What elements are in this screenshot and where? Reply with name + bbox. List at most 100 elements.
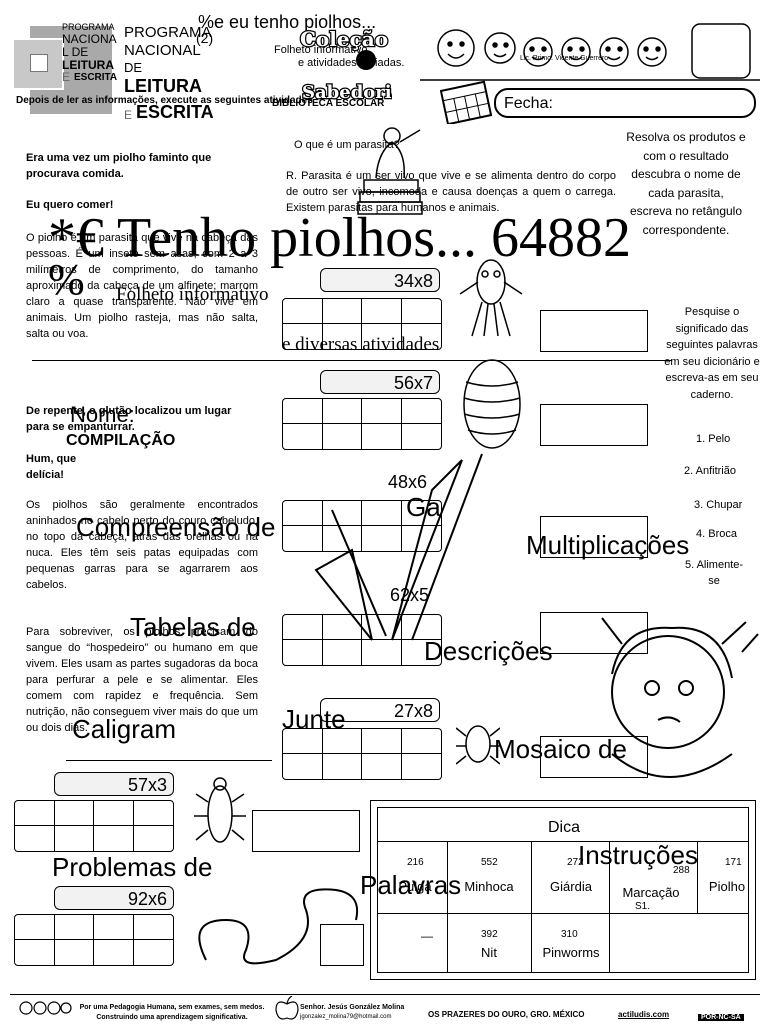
story-p3: O piolho é um parasita que vive na cabeç… [26,232,258,340]
product-label: 56x7 [320,370,440,394]
product-label: 48x6 [388,472,428,492]
logo-small-line: ESCRITA [74,72,118,83]
answer-box[interactable] [540,612,648,654]
overlay-palavras: Palavras [360,870,462,900]
flea-drawing [194,772,246,852]
title-suffix: (2) [196,30,214,46]
footer-pedagogy: Por uma Pedagogia Humana, sem exames, se… [79,1004,265,1011]
footer-divider [10,994,760,995]
lice-drawing [455,714,501,778]
program-logo-small: PROGRAMA NACIONA L DE LEITURA E ESCRITA [12,22,124,114]
overlay-compreensao: Compreensão de [76,512,276,542]
overlay-descricoes: Descrições [424,636,553,666]
dica-number: 552 [481,857,498,868]
multiplication-grid[interactable] [282,398,442,450]
logo-primo: Lic. Primo. Vicente Guerrero [520,55,609,62]
overlay-multiplicacoes: Multiplicações [526,530,690,560]
logo-small-line: NACIONA [62,32,117,46]
footer-email[interactable]: jgonzalez_molina79@hotmail.com [300,1014,392,1020]
logo-small-line: PROGRAMA [62,22,115,32]
pinworm-drawing [186,880,366,980]
dica-extra: S1. [635,901,651,912]
product-label: 92x6 [54,886,174,910]
product-label: 34x8 [320,268,440,292]
logo-small-line: E [62,70,71,84]
vocab-item: 5. Alimente-se [684,559,744,587]
overlay-percent: % [48,255,85,304]
colecao-sabedoria-logo: Coleção Coleção Sabedoria Sabedoria [296,24,405,106]
story-p4: De repente, o glutão localizou um lugar … [26,405,232,433]
multiplication-grid[interactable] [282,500,442,552]
pesquise-instruction: Pesquise o significado das seguintes pal… [664,306,760,401]
footer-site-link[interactable]: actiludis.com [618,1010,670,1019]
overlay-instrucoes: Instruções [578,840,698,870]
overlay-diversas: e diversas atividades [282,334,440,355]
program-logo-big: PROGRAMA NACIONAL DE LEITURA E ESCRITA [124,24,244,124]
footer-construct: Construindo uma aprendizagem significati… [96,1014,248,1021]
logo-big-line: DE [124,60,143,75]
boy-scratching-drawing [582,604,760,798]
resolva-instruction: Resolva os produtos e com o resultado de… [626,130,746,237]
dica-word: Nit [481,945,497,960]
logo-big-line: NACIONAL [124,42,201,59]
answer-box[interactable] [540,310,648,352]
calendar-icon [439,80,496,126]
subtitle-atividades: e atividades variadas. [298,57,405,69]
worm-segment-drawing [460,358,524,452]
arrows-drawing [312,450,542,646]
answer-box[interactable] [320,924,364,966]
footer-author: Senhor. Jesús González Molina [300,1004,405,1011]
title-line: %e eu tenho piolhos... [198,12,377,32]
answer-box[interactable] [540,516,648,558]
children-footer-icon [18,998,72,1022]
story-p6: Os piolhos são geralmente encontrados an… [26,499,258,591]
children-drawing [420,18,760,82]
vocab-item: 3. Chupar [694,499,743,511]
logo-big-line: E [124,108,133,122]
product-label: 57x3 [54,772,174,796]
date-label: Fecha: [504,95,553,112]
dica-number: 216 [407,857,424,868]
overlay-nome: Nome: [70,402,135,427]
logo-big-line: PROGRAMA [124,24,212,41]
svg-text:Sabedoria: Sabedoria [302,82,392,103]
dica-word: Giárdia [550,879,592,894]
vocab-item: 4. Broca [696,528,737,540]
divider-line [32,360,672,361]
footer-place: OS PRAZERES DO OURO, GRO. MÉXICO [428,1010,585,1019]
subtitle-folheto: Folheto informativo [274,44,368,56]
vocab-item: 1. Pelo [696,433,731,445]
answer-box[interactable] [540,736,648,778]
top-instruction: Depois de ler as informações, execute as… [16,95,313,106]
dica-number: 171 [725,857,742,868]
svg-text:Coleção: Coleção [300,27,388,51]
dica-number: 272 [567,857,584,868]
parasite-question: O que é um parasita? [294,139,400,151]
dica-title: Dica [547,819,580,836]
dica-number: — [421,929,433,943]
story-p2: Eu quero comer! [26,199,114,211]
product-label: 27x8 [320,698,440,722]
dica-word: Marcação [622,885,680,900]
multiplication-grid[interactable] [282,298,442,350]
giardia-drawing [458,252,524,338]
overlay-tabelas: Tabelas de [130,612,256,642]
date-field[interactable]: Fecha: [494,88,756,118]
multiplication-grid[interactable] [282,728,442,780]
svg-text:Coleção: Coleção [300,27,388,51]
vocab-item: 2. Anfitrião [684,465,736,477]
svg-text:Sabedoria: Sabedoria [302,82,392,103]
story-p1: Era uma vez um piolho faminto que procur… [26,152,212,180]
answer-box[interactable] [252,810,360,852]
caligram-underline [66,752,272,761]
logo-big-line: ESCRITA [136,102,214,122]
dica-word: Pinworms [542,945,600,960]
overlay-junte: Junte [282,704,346,734]
overlay-folheto: Folheto informativo [116,284,269,305]
multiplication-grid[interactable] [14,914,174,966]
dica-word: Piolho [708,879,746,894]
dica-number: 392 [481,929,498,940]
logo-small-line: L DE [62,45,89,59]
answer-box[interactable] [540,404,648,446]
multiplication-grid[interactable] [14,800,174,852]
